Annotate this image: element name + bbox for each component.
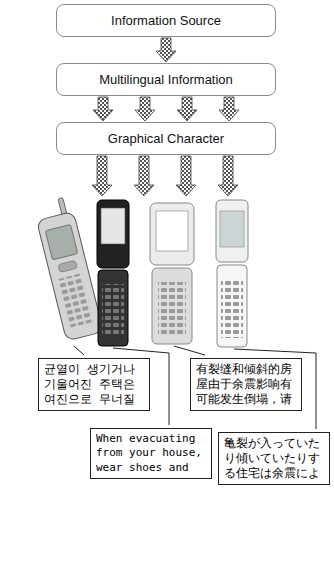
- down-arrow: [134, 156, 154, 196]
- phone-slim-white: [216, 200, 248, 347]
- down-arrow: [218, 156, 238, 196]
- leader-line: [74, 346, 84, 355]
- box-label: Information Source: [111, 13, 221, 28]
- message-text: When evacuating from your house, wear sh…: [96, 432, 206, 475]
- message-box: When evacuating from your house, wear sh…: [90, 428, 212, 479]
- message-box: 有裂缝和倾斜的房 屋由于余震影响有 可能发生倒塌，请: [190, 358, 302, 411]
- message-text: 균열이 생기거나 기울어진 주택은 여진으로 무너질: [44, 362, 144, 407]
- message-box: 균열이 생기거나 기울어진 주택은 여진으로 무너질: [38, 358, 150, 411]
- phone-flip-silver: [150, 203, 194, 344]
- down-arrow: [176, 156, 196, 196]
- process-box: Information Source: [56, 4, 276, 37]
- flow-arrow: [156, 38, 176, 62]
- down-arrow: [92, 156, 112, 196]
- phone-candybar: [33, 196, 104, 341]
- flow-arrow: [93, 97, 113, 121]
- flow-arrow: [219, 97, 239, 121]
- message-box: 亀裂が入っていた り傾いていたりす る住宅は余震によ: [218, 432, 330, 485]
- process-box: Multilingual Information: [56, 63, 276, 96]
- phone-flip-black: [97, 200, 129, 346]
- box-label: Multilingual Information: [99, 72, 233, 87]
- process-box: Graphical Character: [56, 122, 276, 155]
- message-text: 有裂缝和倾斜的房 屋由于余震影响有 可能发生倒塌，请: [196, 362, 296, 407]
- message-text: 亀裂が入っていた り傾いていたりす る住宅は余震によ: [224, 436, 324, 481]
- leader-line: [174, 346, 205, 355]
- box-label: Graphical Character: [108, 131, 224, 146]
- flow-arrow: [177, 97, 197, 121]
- flow-arrow: [135, 97, 155, 121]
- down-arrows: [92, 156, 238, 196]
